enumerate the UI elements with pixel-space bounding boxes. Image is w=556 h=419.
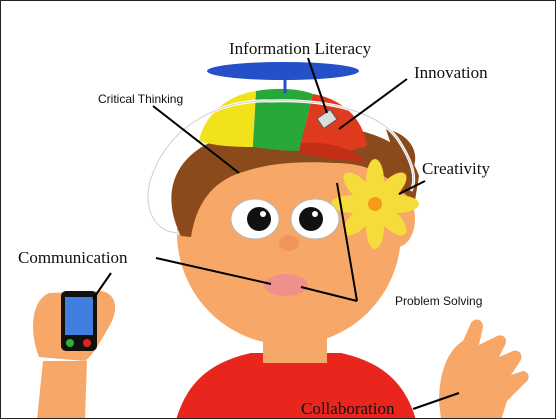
shirt <box>176 353 416 418</box>
left-pupil <box>247 207 271 231</box>
cap-yellow-panel <box>199 91 256 147</box>
leader-lines <box>92 57 460 410</box>
phone-screen <box>65 297 93 335</box>
headset-wire-outline <box>147 100 415 234</box>
propeller-blade <box>207 62 359 80</box>
label-innovation: Innovation <box>414 63 488 82</box>
label-communication: Communication <box>18 248 128 267</box>
label-information-literacy: Information Literacy <box>229 39 372 58</box>
label-creativity: Creativity <box>422 159 490 178</box>
nose <box>279 235 299 251</box>
right-pupil <box>299 207 323 231</box>
cap-red-panel <box>299 94 367 153</box>
mouth <box>264 274 308 296</box>
flower <box>331 159 419 249</box>
right-hand <box>439 319 529 418</box>
cap-chip <box>316 108 338 130</box>
cap-green-panel <box>253 88 313 151</box>
label-problem-solving: Problem Solving <box>395 294 483 308</box>
label-collaboration: Collaboration <box>301 399 395 418</box>
cap-brim <box>299 142 365 161</box>
label-critical-thinking: Critical Thinking <box>98 92 184 106</box>
hair <box>171 124 419 237</box>
